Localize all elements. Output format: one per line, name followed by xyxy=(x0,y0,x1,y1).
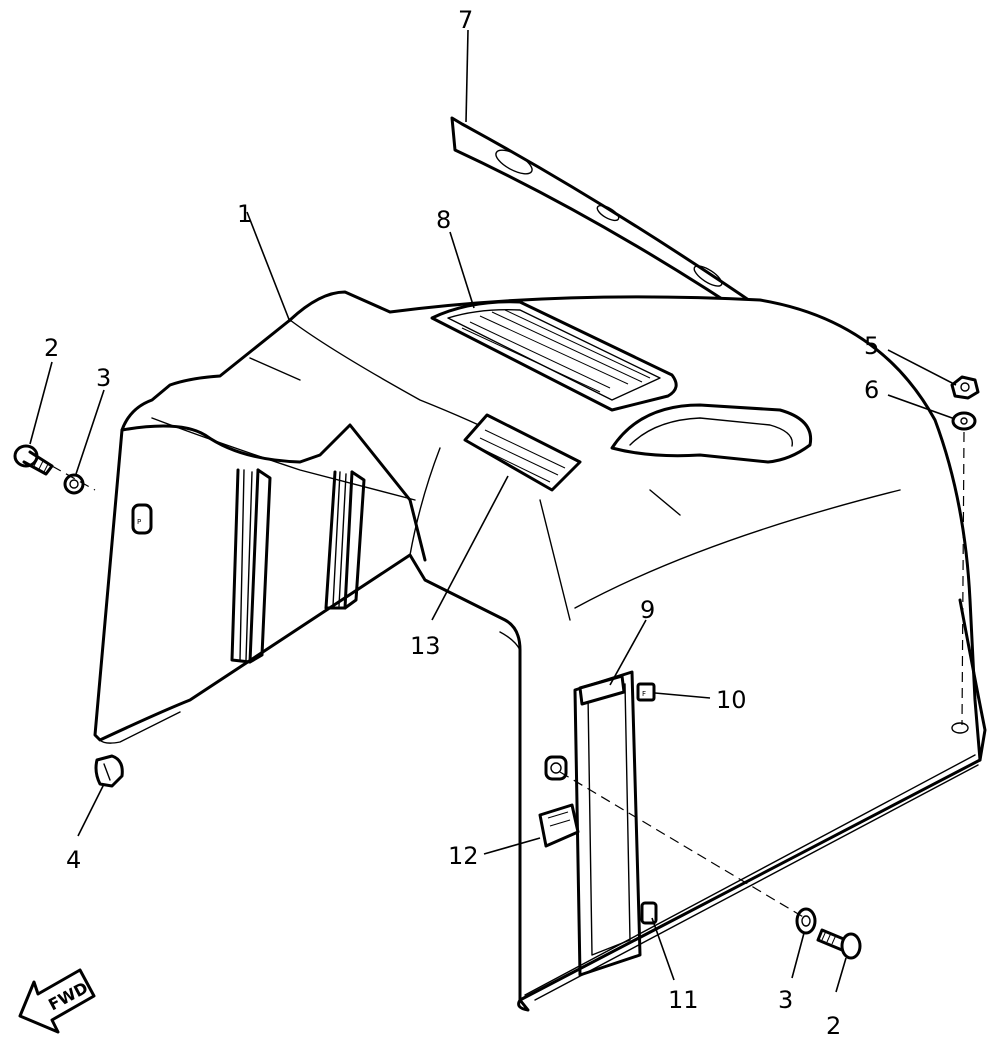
callout-8: 8 xyxy=(436,206,451,234)
nut-5 xyxy=(950,375,980,400)
grommet-decal-11 xyxy=(640,901,658,925)
callout-5: 5 xyxy=(864,332,879,360)
inner-rib-left xyxy=(230,468,272,664)
callout-labels: 1 2 3 4 5 6 7 8 9 10 11 12 13 3 2 xyxy=(44,6,879,1040)
washer-6 xyxy=(951,411,977,431)
inner-rib-right xyxy=(324,470,366,610)
warning-decal xyxy=(463,413,582,492)
handle-recess xyxy=(610,403,813,464)
p-mark-decal: P xyxy=(131,503,153,535)
callout-9: 9 xyxy=(640,596,655,624)
bolt-2-right xyxy=(816,928,862,960)
callout-11: 11 xyxy=(668,986,699,1014)
assembly-line-right-top xyxy=(961,431,965,726)
f-mark-text: F xyxy=(642,690,646,698)
model-decal-9 xyxy=(578,674,626,706)
callout-3-left: 3 xyxy=(96,364,111,392)
bolt-2-left xyxy=(13,444,54,476)
top-cowling xyxy=(76,290,987,1012)
callout-7: 7 xyxy=(458,6,473,34)
washer-3-right xyxy=(795,907,817,935)
callout-10: 10 xyxy=(716,686,747,714)
f-mark-decal: F xyxy=(636,682,656,702)
leader-lines xyxy=(29,29,957,993)
callout-12: 12 xyxy=(448,842,479,870)
forward-direction-arrow: FWD xyxy=(18,968,96,1034)
model-label-plate-12 xyxy=(538,803,580,848)
callout-4: 4 xyxy=(66,846,81,874)
callout-3-right: 3 xyxy=(778,986,793,1014)
clip-4 xyxy=(94,754,124,788)
washer-3-left xyxy=(63,473,85,495)
callout-1: 1 xyxy=(237,200,252,228)
p-mark-text: P xyxy=(137,518,141,526)
rear-decal-grille xyxy=(430,300,678,412)
callout-2-left: 2 xyxy=(44,334,59,362)
assembly-line-left xyxy=(51,465,96,491)
side-hole-grommet xyxy=(544,755,568,781)
callout-6: 6 xyxy=(864,376,879,404)
callout-13: 13 xyxy=(410,632,441,660)
callout-2-right: 2 xyxy=(826,1012,841,1040)
